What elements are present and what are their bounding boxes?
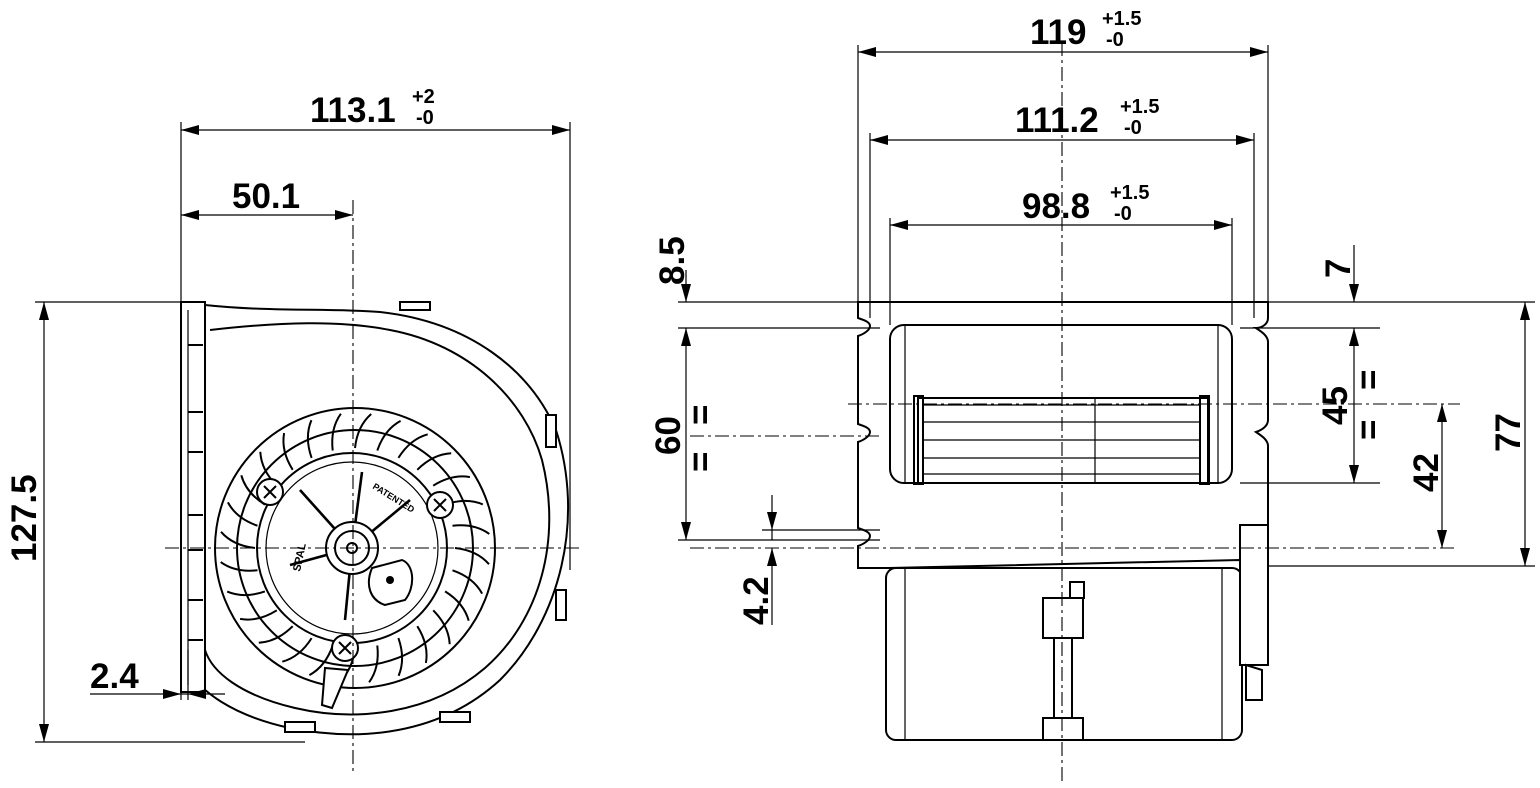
connector <box>1042 581 1085 741</box>
impeller-blade <box>227 501 258 527</box>
dim-111-tol-upper: +1.5 <box>1120 96 1159 118</box>
impeller-blade <box>226 590 266 597</box>
dim-4-2-value: 4.2 <box>737 576 776 625</box>
impeller-blade <box>452 524 490 535</box>
impeller-blade <box>354 413 372 449</box>
dim-119-tol-lower: -0 <box>1106 29 1124 51</box>
front-view: SPAL PATENTED 113.1 +2 -0 50.1 127.5 <box>5 86 580 775</box>
mounting-screw <box>256 478 284 506</box>
dim-60-equal-upper: = <box>681 405 720 425</box>
mounting-screw <box>331 634 359 662</box>
impeller-blade <box>306 419 313 459</box>
dim-50-value: 50.1 <box>232 177 300 216</box>
impeller-blade <box>397 433 428 459</box>
impeller-blade <box>397 637 404 677</box>
dim-113-tol-upper: +2 <box>412 86 435 108</box>
impeller-blade <box>220 561 258 572</box>
dim-127-value: 127.5 <box>5 474 44 562</box>
dim-119-value: 119 <box>1030 13 1086 52</box>
impeller-blade <box>239 609 278 621</box>
dim-98-tol-upper: +1.5 <box>1110 182 1149 204</box>
dim-60-equal-lower: = <box>681 452 720 472</box>
impeller-blade <box>432 609 451 645</box>
mounting-screw <box>426 491 454 519</box>
dim-45-equal-upper: = <box>1349 370 1388 390</box>
dim-45-value: 45 <box>1316 386 1355 425</box>
dim-113-value: 113.1 <box>310 91 396 130</box>
scroll-inner-contour <box>204 322 551 716</box>
dim-7-value: 7 <box>1319 259 1358 278</box>
motor-brand-label: SPAL <box>291 542 309 573</box>
motor-body <box>885 567 1243 741</box>
impeller-blade <box>416 625 428 664</box>
motor-bracket <box>1239 524 1269 666</box>
impeller-blade <box>416 452 452 471</box>
drain-spout <box>320 666 350 710</box>
dim-113-tol-lower: -0 <box>416 107 434 129</box>
dim-98-tol-lower: -0 <box>1114 203 1132 225</box>
dim-119-tol-upper: +1.5 <box>1102 8 1141 30</box>
side-view: 119 +1.5 -0 111.2 +1.5 -0 98.8 +1.5 -0 8… <box>649 8 1535 785</box>
impeller-blade <box>258 625 294 644</box>
impeller-blade <box>452 569 483 595</box>
impeller-blade <box>368 645 379 683</box>
impeller-blade <box>331 413 342 451</box>
dim-98-value: 98.8 <box>1022 187 1090 226</box>
dim-60-value: 60 <box>649 416 688 455</box>
dim-45-equal-lower: = <box>1349 420 1388 440</box>
dim-111-tol-lower: -0 <box>1124 117 1142 139</box>
front-flange <box>180 301 206 693</box>
impeller-blade <box>444 590 470 621</box>
dim-77-value: 77 <box>1489 413 1528 452</box>
impeller-blade <box>282 637 313 663</box>
impeller-blade <box>376 420 402 451</box>
dim-111-value: 111.2 <box>1015 101 1099 140</box>
impeller-blade <box>282 432 294 471</box>
dim-2-4-value: 2.4 <box>90 657 139 696</box>
dim-8-5-value: 8.5 <box>653 236 692 285</box>
dim-42-value: 42 <box>1407 453 1446 492</box>
impeller-blade <box>432 475 471 487</box>
